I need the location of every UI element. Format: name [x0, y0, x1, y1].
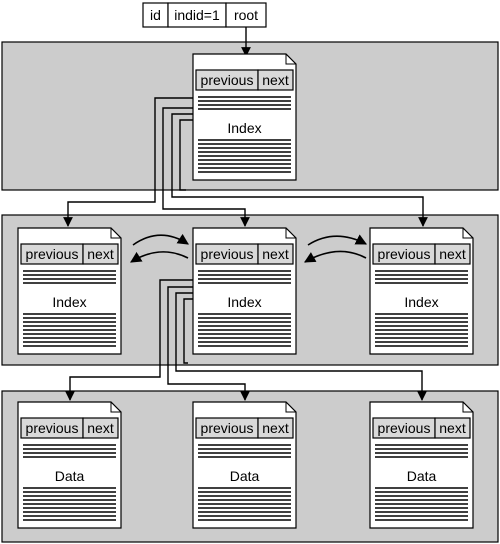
page-label: Index	[227, 120, 261, 136]
previous-arrow-left-pair	[130, 251, 189, 263]
page-label: Index	[227, 294, 261, 310]
next-arrow-left-pair	[132, 233, 189, 246]
next-label: next	[87, 420, 114, 436]
page-fold	[285, 228, 296, 239]
previous-label: previous	[26, 246, 79, 262]
page-fold	[462, 402, 473, 413]
previous-arrow-right-pair	[304, 250, 367, 263]
previous-label: previous	[201, 72, 254, 88]
page-label: Index	[52, 294, 86, 310]
next-cell	[434, 243, 471, 265]
next-label: next	[439, 246, 466, 262]
next-label: next	[439, 420, 466, 436]
root-to-intermediate-connectors	[63, 97, 428, 227]
connector-int-to-leaf-left	[65, 279, 193, 401]
sysindexes-row: id indid=1 root	[142, 2, 267, 28]
next-cell	[434, 417, 471, 439]
connector-int-to-leaf-right	[175, 292, 427, 401]
connector-root-to-int-mid	[162, 107, 250, 227]
previous-label: previous	[378, 420, 431, 436]
page-fold	[110, 402, 121, 413]
next-label: next	[262, 246, 289, 262]
connector-root-to-int-left	[63, 97, 193, 227]
previous-label: previous	[378, 246, 431, 262]
previous-label: previous	[201, 420, 254, 436]
next-cell	[82, 417, 119, 439]
next-label: next	[262, 420, 289, 436]
connector-root-to-int-right	[171, 113, 428, 227]
next-cell	[257, 69, 294, 91]
page-fold	[285, 54, 296, 65]
next-cell	[257, 417, 294, 439]
previous-label: previous	[201, 246, 254, 262]
connector-root-to-int-extra	[179, 119, 193, 191]
id-label: id	[150, 7, 161, 23]
sibling-link-arrows	[130, 233, 367, 263]
connector-int-to-leaf-mid	[167, 286, 250, 401]
next-label: next	[87, 246, 114, 262]
root-cell	[225, 2, 267, 28]
intermediate-to-leaf-connectors	[65, 279, 427, 401]
page-label: Data	[230, 468, 260, 484]
next-cell	[257, 243, 294, 265]
page-label: Data	[55, 468, 85, 484]
next-cell	[82, 243, 119, 265]
next-label: next	[262, 72, 289, 88]
page-label: Index	[404, 294, 438, 310]
page-fold	[285, 402, 296, 413]
root-label: root	[234, 7, 258, 23]
connector-int-to-leaf-extra	[183, 298, 193, 364]
page-label: Data	[407, 468, 437, 484]
indid-cell	[167, 2, 227, 28]
page-fold	[110, 228, 121, 239]
indid-label: indid=1	[174, 7, 220, 23]
page-fold	[462, 228, 473, 239]
next-arrow-right-pair	[307, 234, 367, 246]
previous-label: previous	[26, 420, 79, 436]
